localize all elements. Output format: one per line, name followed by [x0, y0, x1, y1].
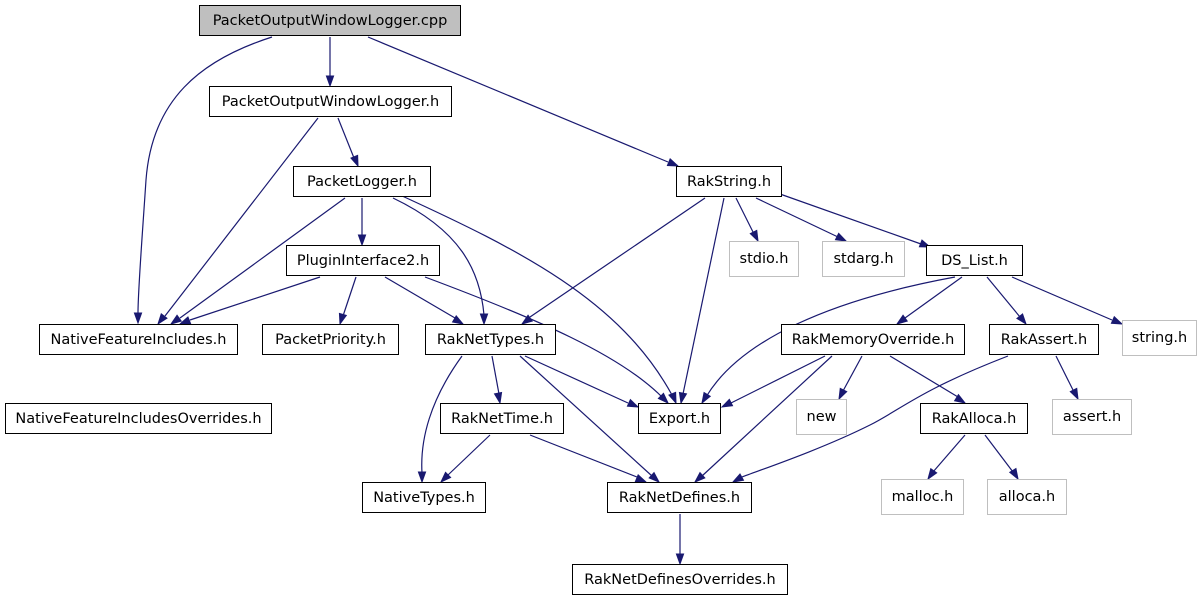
edge-ds-list-to-string [1011, 276, 1113, 321]
arrowhead-ds-list-to-string [1110, 315, 1124, 325]
node-rak-net-defines-h[interactable]: RakNetDefines.h [607, 482, 752, 513]
arrowhead-rak-assert-to-assert [1069, 387, 1079, 401]
edge-packet-logger-to-export [399, 194, 673, 396]
edge-rak-net-types-to-export [524, 355, 629, 404]
edge-rak-memory-override-to-new [842, 355, 863, 392]
node-assert-h: assert.h [1052, 399, 1132, 435]
node-rak-assert-h[interactable]: RakAssert.h [989, 324, 1099, 355]
edge-rak-string-to-rak-net-types [529, 197, 706, 318]
node-plugin-interface2-h[interactable]: PluginInterface2.h [286, 245, 440, 276]
arrowhead-rak-string-to-rak-net-types [520, 314, 534, 325]
node-native-feature-includes-overrides-h[interactable]: NativeFeatureIncludesOverrides.h [5, 403, 272, 434]
node-packet-logger-h[interactable]: PacketLogger.h [293, 166, 431, 197]
arrowhead-plugin-interface2-to-packet-priority [338, 312, 348, 326]
arrowhead-cpp-to-packet-output-window-logger-h [325, 75, 335, 88]
arrowhead-rak-net-types-to-native-types [417, 471, 427, 484]
node-rak-net-types-h[interactable]: RakNetTypes.h [425, 324, 556, 355]
arrowhead-cpp-to-rak-string [666, 157, 680, 167]
arrowhead-rak-net-time-to-native-types [439, 471, 452, 484]
node-ds-list-h[interactable]: DS_List.h [926, 245, 1023, 276]
edge-packet-logger-to-native-feature-includes [179, 197, 346, 319]
edge-cpp-to-native-feature-includes [137, 36, 273, 314]
arrowhead-rak-net-defines-to-overrides [675, 553, 685, 566]
edge-ds-list-to-rak-memory-override [904, 276, 963, 319]
edge-rak-assert-to-assert [1055, 355, 1075, 393]
edge-rak-string-to-ds-list [779, 193, 922, 245]
node-alloca-h: alloca.h [987, 479, 1067, 515]
edge-rak-memory-override-to-export [730, 355, 826, 404]
edge-rak-alloca-to-alloca [984, 434, 1014, 473]
edge-powl-h-to-packet-logger [337, 117, 355, 159]
arrowhead-ds-list-to-rak-memory-override [895, 314, 909, 325]
arrowhead-rak-memory-override-to-rak-defines [693, 471, 706, 483]
arrowhead-rak-assert-to-rak-net-defines [731, 473, 745, 483]
node-packet-output-window-logger-h[interactable]: PacketOutputWindowLogger.h [209, 86, 452, 117]
edge-ds-list-to-rak-assert [986, 276, 1021, 318]
arrowhead-rak-alloca-to-alloca [1008, 467, 1019, 481]
node-new: new [796, 399, 847, 435]
arrowhead-rak-alloca-to-malloc [927, 467, 938, 481]
arrowhead-ds-list-to-export [701, 391, 712, 405]
arrowhead-rak-memory-override-to-new [838, 387, 848, 401]
edge-rak-net-time-to-rak-net-defines [529, 434, 638, 478]
node-native-types-h[interactable]: NativeTypes.h [362, 482, 486, 513]
arrowhead-powl-h-to-native-feature-includes [157, 313, 168, 326]
arrowhead-cpp-to-native-feature-includes [133, 312, 143, 325]
arrowhead-rak-string-to-stdio [749, 229, 759, 243]
edge-powl-h-to-native-feature-includes [164, 117, 319, 317]
arrowhead-packet-logger-to-export [668, 391, 677, 405]
node-stdarg-h: stdarg.h [822, 241, 905, 277]
node-rak-string-h[interactable]: RakString.h [676, 166, 782, 197]
node-rak-alloca-h[interactable]: RakAlloca.h [920, 403, 1028, 434]
edge-rak-assert-to-rak-net-defines [741, 355, 1009, 478]
node-stdio-h: stdio.h [729, 241, 799, 277]
arrowhead-plugin-interface2-to-native-feature-includes [178, 316, 192, 325]
arrowhead-packet-logger-to-rak-net-types [479, 313, 489, 326]
arrowhead-rak-net-types-to-rak-net-defines [648, 471, 661, 483]
edge-plugin-interface2-to-packet-priority [342, 276, 357, 317]
node-export-h[interactable]: Export.h [638, 403, 721, 434]
edge-rak-string-to-stdio [735, 197, 755, 235]
arrowhead-rak-string-to-stdarg [834, 232, 848, 242]
node-packet-output-window-logger-cpp: PacketOutputWindowLogger.cpp [199, 5, 461, 36]
arrowhead-rak-net-types-to-rak-net-time [493, 391, 503, 405]
edge-rak-alloca-to-malloc [932, 434, 966, 473]
node-rak-memory-override-h[interactable]: RakMemoryOverride.h [781, 324, 965, 355]
edge-rak-net-types-to-native-types [421, 355, 463, 474]
edge-plugin-interface2-to-export [424, 276, 663, 398]
node-rak-net-time-h[interactable]: RakNetTime.h [440, 403, 564, 434]
node-rak-net-defines-overrides-h[interactable]: RakNetDefinesOverrides.h [572, 564, 788, 595]
arrowhead-powl-h-to-packet-logger [350, 154, 359, 168]
arrowhead-packet-logger-to-plugin-interface2 [357, 234, 367, 247]
node-native-feature-includes-h[interactable]: NativeFeatureIncludes.h [39, 324, 238, 355]
node-packet-priority-h[interactable]: PacketPriority.h [262, 324, 399, 355]
edge-rak-net-types-to-rak-net-time [491, 355, 500, 395]
arrowhead-packet-logger-to-native-feature-includes [169, 314, 183, 325]
edge-rak-string-to-stdarg [755, 197, 839, 238]
arrowhead-rak-memory-override-to-export [720, 398, 734, 408]
edge-rak-net-time-to-native-types [447, 434, 491, 476]
edge-rak-memory-override-to-rak-alloca [889, 355, 959, 398]
edge-cpp-to-rak-string [367, 36, 669, 163]
arrowhead-rak-net-types-to-export [626, 398, 640, 408]
arrowhead-plugin-interface2-to-export [657, 392, 670, 405]
arrowhead-plugin-interface2-to-rak-net-types [451, 314, 465, 325]
edge-plugin-interface2-to-rak-net-types [384, 276, 456, 319]
edge-rak-memory-override-to-rak-defines [701, 355, 833, 477]
arrowhead-ds-list-to-rak-assert [1016, 313, 1027, 326]
edge-rak-net-types-to-rak-net-defines [519, 355, 653, 477]
arrowhead-rak-net-time-to-rak-net-defines [634, 473, 648, 483]
arrowhead-rak-string-to-export [678, 391, 688, 405]
edge-plugin-interface2-to-native-feature-includes [189, 276, 321, 321]
node-malloc-h: malloc.h [881, 479, 964, 515]
arrowhead-rak-memory-override-to-rak-alloca [953, 393, 967, 404]
edge-rak-string-to-export [682, 197, 725, 395]
edge-packet-logger-to-rak-net-types [392, 197, 485, 316]
node-string-h: string.h [1122, 320, 1197, 356]
